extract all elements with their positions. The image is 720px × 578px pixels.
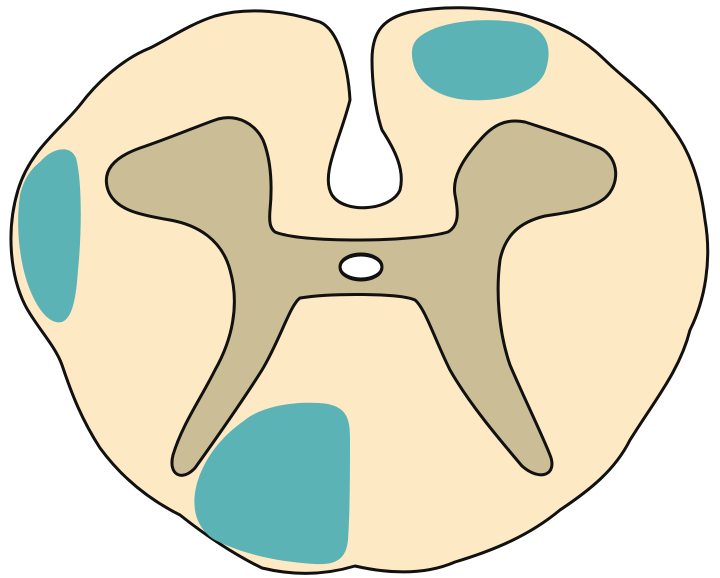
lesion-dorsal-right (412, 20, 549, 100)
